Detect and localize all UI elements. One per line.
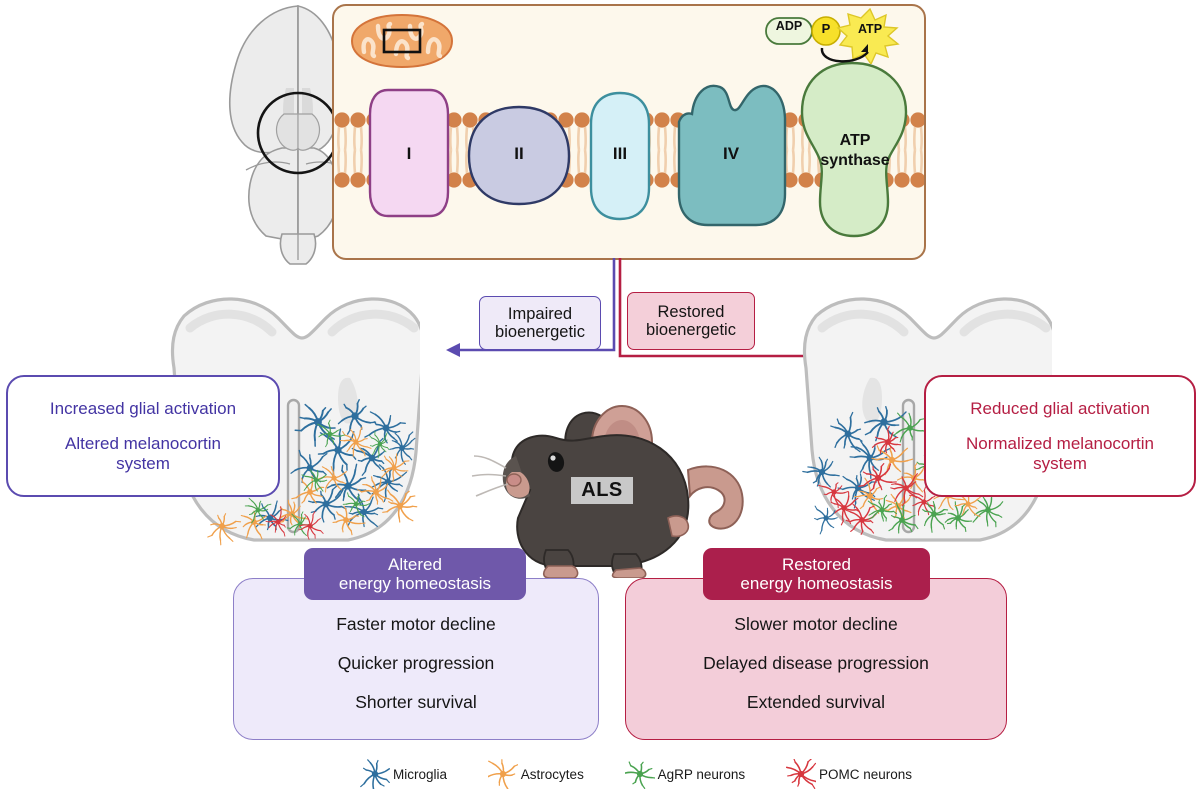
third-ventricle-left xyxy=(286,398,301,534)
legend-item-agrp: AgRP neurons xyxy=(624,759,746,789)
mitochondrion-icon xyxy=(350,13,454,69)
mouse-brain-icon xyxy=(228,5,351,265)
callout-right-line2b: system xyxy=(1033,453,1087,473)
pomc-neuron-icon xyxy=(785,759,816,789)
outcome-right-header: Restored energy homeostasis xyxy=(703,548,930,600)
callout-left-line2b: system xyxy=(116,453,170,473)
legend-item-astrocytes: Astrocytes xyxy=(487,759,584,789)
phosphate-circle-icon xyxy=(811,16,841,46)
legend-label-pomc: POMC neurons xyxy=(818,766,912,782)
impaired-line2: bioenergetic xyxy=(495,323,585,341)
impaired-arrow-path xyxy=(458,258,616,352)
outcome-left-head-line2: energy homeostasis xyxy=(338,574,492,593)
legend-label-astrocytes: Astrocytes xyxy=(520,766,584,782)
atp-label: ATP xyxy=(857,22,883,36)
adp-label: ADP xyxy=(775,19,803,33)
outcome-left-header: Altered energy homeostasis xyxy=(304,548,526,600)
callout-right: Reduced glial activation Normalized mela… xyxy=(924,375,1196,497)
outcome-left-head-line1: Altered xyxy=(388,554,442,574)
restored-line1: Restored xyxy=(657,302,725,321)
legend-label-microglia: Microglia xyxy=(393,766,448,782)
etc-panel: I II III IV ATP synthase ADP xyxy=(332,4,926,260)
complex-iv-icon xyxy=(677,84,787,227)
callout-right-line2a: Normalized melanocortin xyxy=(965,434,1155,454)
outcome-right-item-1: Delayed disease progression xyxy=(703,653,929,673)
outcome-right-head-line1: Restored xyxy=(782,554,851,574)
impaired-line1: Impaired xyxy=(507,304,573,323)
complex-ii-icon xyxy=(467,105,571,206)
phosphate-label: P xyxy=(821,21,831,36)
als-badge: ALS xyxy=(571,477,633,504)
legend-label-agrp: AgRP neurons xyxy=(657,766,746,782)
mitochondrion-zoom-box-icon xyxy=(382,28,422,54)
impaired-bioenergetic-box: Impaired bioenergetic xyxy=(479,296,601,350)
outcome-right-body: Slower motor decline Delayed disease pro… xyxy=(625,578,1007,740)
callout-left: Increased glial activation Altered melan… xyxy=(6,375,280,497)
callout-right-line1: Reduced glial activation xyxy=(970,399,1150,419)
complex-i-icon xyxy=(368,88,450,218)
outcome-left-item-0: Faster motor decline xyxy=(336,614,496,634)
legend-item-pomc: POMC neurons xyxy=(785,759,912,789)
third-ventricle-right xyxy=(901,398,916,534)
astrocyte-icon xyxy=(487,759,518,789)
atp-star-icon xyxy=(836,8,900,64)
outcome-right-item-2: Extended survival xyxy=(746,692,886,712)
microglia-icon xyxy=(360,759,390,789)
outcome-left-item-2: Shorter survival xyxy=(355,692,477,712)
outcome-left-body: Faster motor decline Quicker progression… xyxy=(233,578,599,740)
legend-item-microglia: Microglia xyxy=(360,759,447,789)
atp-production-group xyxy=(765,8,900,64)
restored-line2: bioenergetic xyxy=(646,321,736,339)
legend: Microglia Astrocytes AgRP neurons POMC n… xyxy=(360,758,912,790)
outcome-left-item-1: Quicker progression xyxy=(337,653,495,673)
atp-synthase-icon xyxy=(800,61,908,238)
outcome-right-item-0: Slower motor decline xyxy=(734,614,898,634)
callout-left-line2a: Altered melanocortin xyxy=(65,434,221,454)
agrp-neuron-icon xyxy=(624,761,655,789)
impaired-arrowhead-icon xyxy=(446,343,460,357)
complex-iii-icon xyxy=(589,91,651,221)
outcome-right-head-line2: energy homeostasis xyxy=(740,574,893,593)
callout-left-line1: Increased glial activation xyxy=(49,399,237,419)
restored-bioenergetic-box: Restored bioenergetic xyxy=(627,292,755,350)
